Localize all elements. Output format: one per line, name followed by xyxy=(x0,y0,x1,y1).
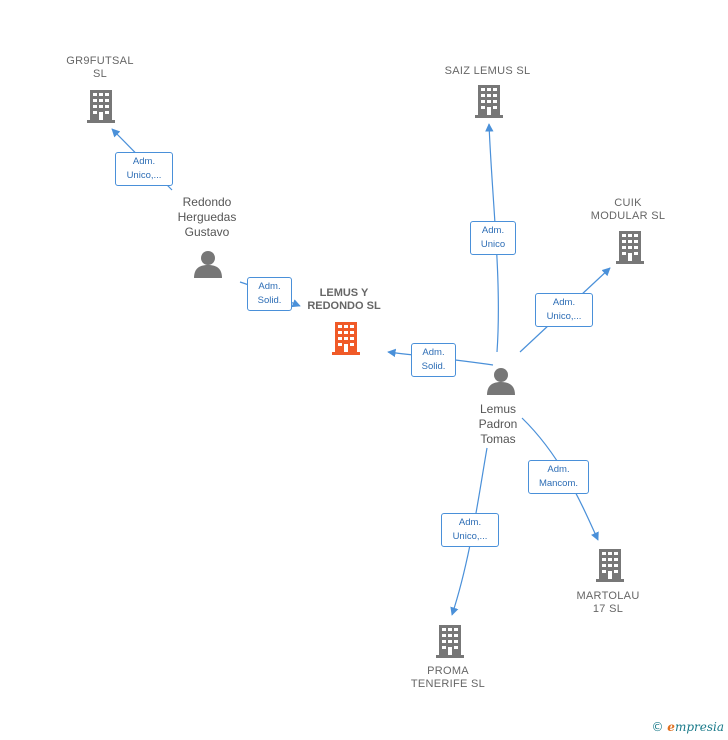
edge-label-adm-solid[interactable]: Adm. Solid. xyxy=(247,277,292,311)
lemus-redondo-building-icon[interactable] xyxy=(332,322,360,355)
brand-initial: e xyxy=(667,720,675,734)
proma-tenerife-building-icon[interactable] xyxy=(436,625,464,658)
lemus-padron-label[interactable]: Lemus Padron Tomas xyxy=(478,402,518,446)
proma-tenerife-label[interactable]: PROMA TENERIFE SL xyxy=(410,665,486,690)
empresia-watermark: © empresia xyxy=(651,720,724,734)
redondo-herguedas-label[interactable]: Redondo Herguedas Gustavo xyxy=(177,195,237,239)
copyright-symbol: © xyxy=(651,720,664,734)
cuik-modular-building-icon[interactable] xyxy=(616,231,644,264)
cuik-modular-label[interactable]: CUIK MODULAR SL xyxy=(590,197,666,222)
redondo-herguedas-person-icon[interactable] xyxy=(194,251,222,278)
edge-label-adm-mancom[interactable]: Adm. Mancom. xyxy=(528,460,589,494)
edge-label-adm-unico[interactable]: Adm. Unico,... xyxy=(115,152,173,186)
saiz-lemus-label[interactable]: SAIZ LEMUS SL xyxy=(444,65,531,77)
edge-label-adm-unico[interactable]: Adm. Unico xyxy=(470,221,516,255)
martolau-building-icon[interactable] xyxy=(596,549,624,582)
brand-name: mpresia xyxy=(674,720,724,734)
gr9futsal-label[interactable]: GR9FUTSAL SL xyxy=(66,55,134,80)
martolau-label[interactable]: MARTOLAU 17 SL xyxy=(576,590,640,615)
lemus-redondo-label[interactable]: LEMUS Y REDONDO SL xyxy=(307,287,381,312)
edge-label-adm-unico[interactable]: Adm. Unico,... xyxy=(441,513,499,547)
edge-label-adm-solid[interactable]: Adm. Solid. xyxy=(411,343,456,377)
gr9futsal-building-icon[interactable] xyxy=(87,90,115,123)
lemus-padron-person-icon[interactable] xyxy=(487,368,515,395)
edge-label-adm-unico[interactable]: Adm. Unico,... xyxy=(535,293,593,327)
saiz-lemus-building-icon[interactable] xyxy=(475,85,503,118)
